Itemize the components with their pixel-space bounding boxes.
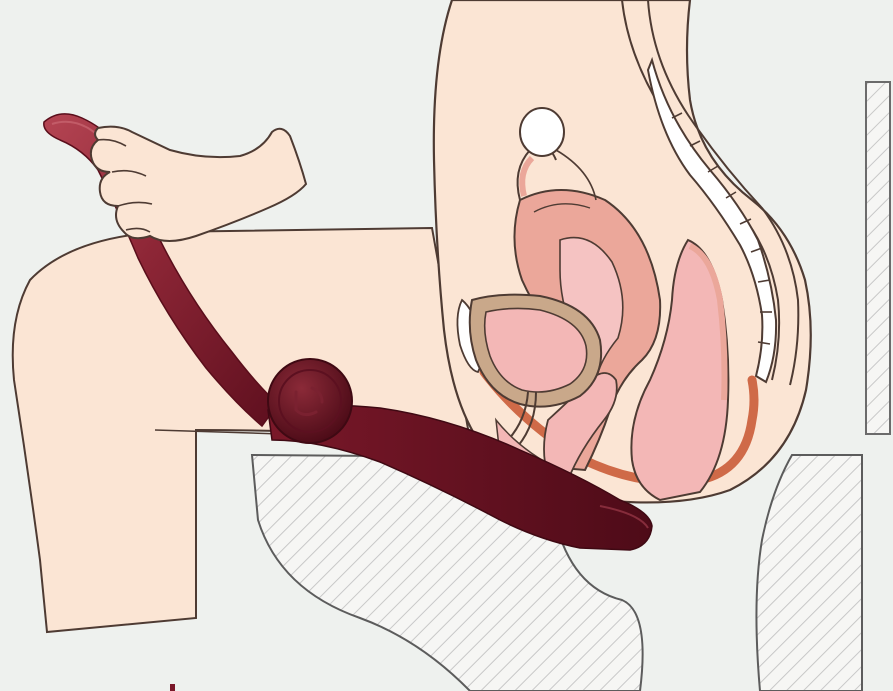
chair-backrest bbox=[866, 82, 890, 434]
corner-marker bbox=[170, 684, 175, 691]
wand-knob bbox=[268, 359, 352, 443]
ovary bbox=[520, 108, 564, 156]
